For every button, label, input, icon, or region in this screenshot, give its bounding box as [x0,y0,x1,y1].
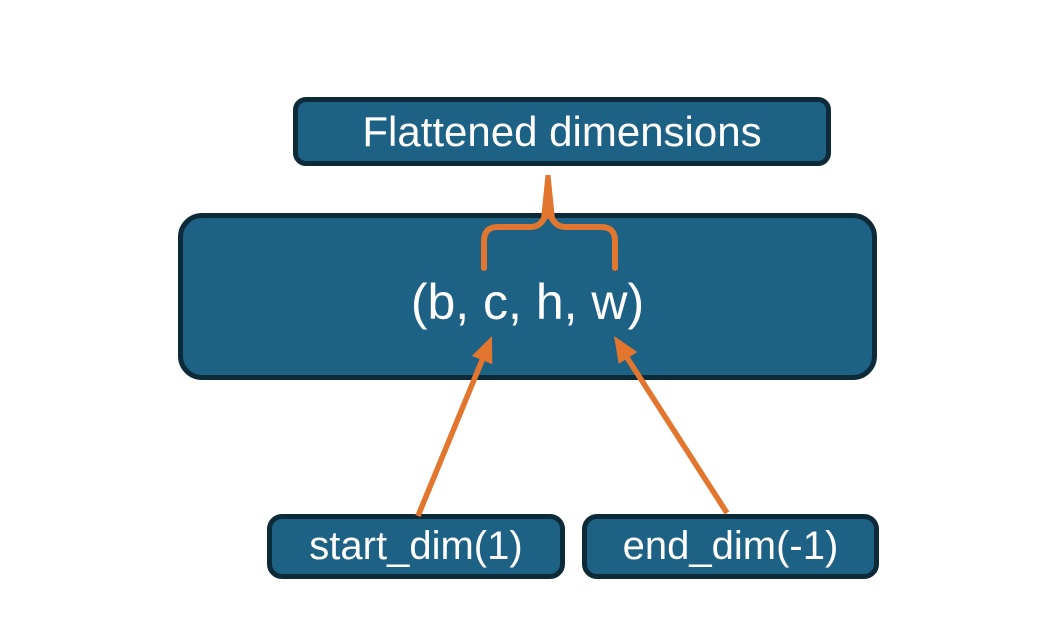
tensor-shape-label: (b, c, h, w) [410,273,645,330]
start-dim-box: start_dim(1) [267,514,565,579]
flattened-dimensions-label: Flattened dimensions [362,107,762,155]
end-dim-box: end_dim(-1) [582,514,879,579]
end-dim-label: end_dim(-1) [622,524,839,568]
tensor-shape-box: (b, c, h, w) [178,213,877,380]
start-dim-label: start_dim(1) [309,524,523,568]
flattened-dimensions-box: Flattened dimensions [293,97,831,166]
start-dim-arrow-shaft [415,356,486,518]
